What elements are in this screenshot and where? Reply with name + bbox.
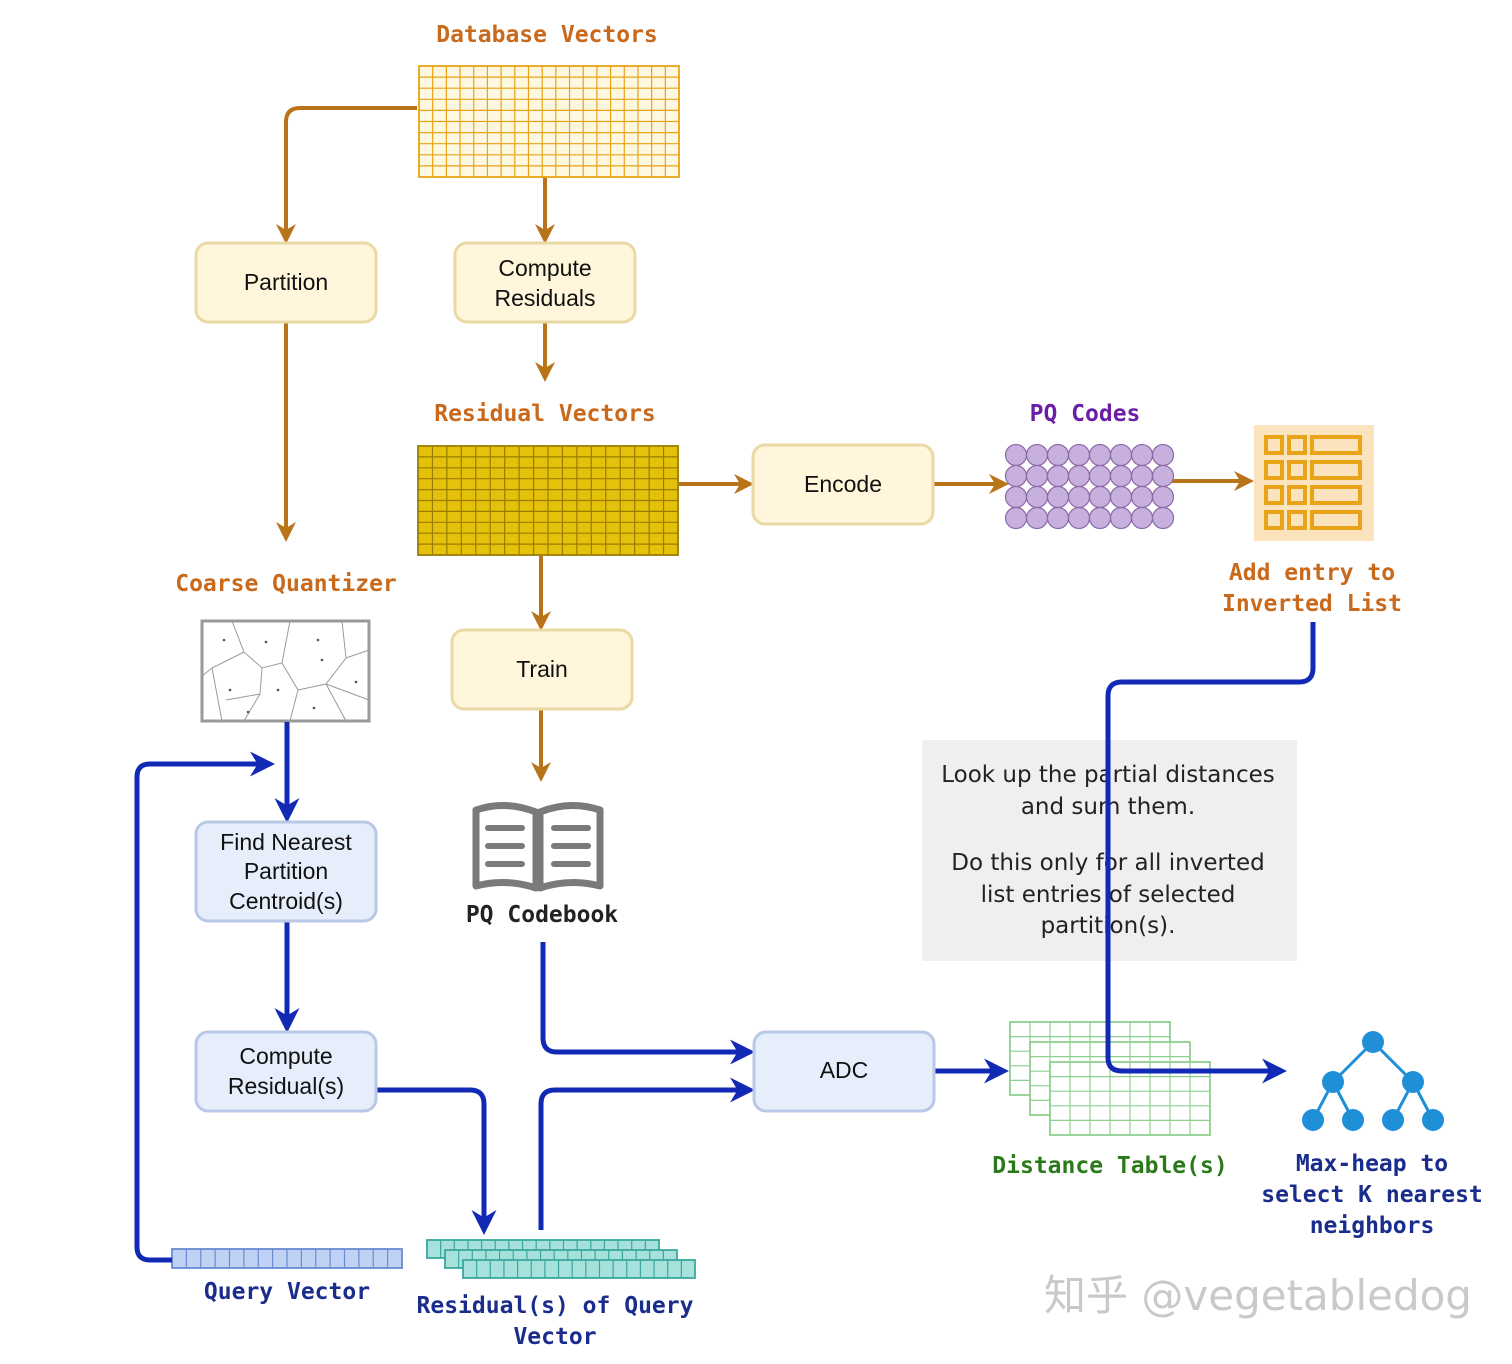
pq-code-dot bbox=[1130, 506, 1154, 530]
database-vectors-label: Database Vectors bbox=[436, 22, 658, 48]
pq-code-dot bbox=[1151, 443, 1175, 467]
add-entry-label-line2: Inverted List bbox=[1222, 591, 1402, 617]
max-heap-tree-icon bbox=[1302, 1031, 1444, 1131]
grid-cells bbox=[418, 65, 680, 178]
pq-code-dot bbox=[1067, 464, 1091, 488]
max-heap-label-line1: Max-heap to bbox=[1296, 1151, 1448, 1177]
residual-vectors-grid bbox=[417, 445, 679, 556]
query-vector-bar bbox=[171, 1248, 403, 1269]
pq-code-dot bbox=[1025, 464, 1049, 488]
pq-code-dot bbox=[1130, 443, 1154, 467]
compute-residuals-label-line2: Residuals bbox=[495, 285, 596, 311]
add-entry-label-line1: Add entry to bbox=[1229, 560, 1395, 586]
database-flow-arrows bbox=[276, 106, 1254, 782]
residual-vectors-label: Residual Vectors bbox=[434, 401, 656, 427]
arrow-residual-query-to-adc bbox=[538, 1077, 755, 1230]
pq-code-dot bbox=[1088, 485, 1112, 509]
pq-code-dot bbox=[1004, 464, 1028, 488]
inverted-list-icon bbox=[1254, 425, 1374, 541]
adc-box[interactable]: ADC bbox=[752, 1030, 936, 1113]
pq-code-dot bbox=[1004, 485, 1028, 509]
partition-box[interactable]: Partition bbox=[194, 241, 378, 324]
pq-code-dot bbox=[1151, 485, 1175, 509]
pq-code-dot bbox=[1109, 464, 1133, 488]
pq-code-dot bbox=[1130, 464, 1154, 488]
voronoi-diagram bbox=[200, 619, 371, 723]
max-heap-label-line3: neighbors bbox=[1310, 1213, 1435, 1239]
pq-code-dot bbox=[1004, 443, 1028, 467]
grid-cells bbox=[171, 1248, 403, 1269]
compute-residuals-label-line1: Compute bbox=[498, 255, 591, 281]
pq-code-dot bbox=[1130, 485, 1154, 509]
find-nearest-label-line3: Centroid(s) bbox=[229, 888, 343, 914]
residual-query-vectors bbox=[426, 1239, 696, 1279]
pq-code-dot bbox=[1088, 506, 1112, 530]
compute-residual-query-label-line2: Residual(s) bbox=[228, 1073, 344, 1099]
arrow-query-vector-loop-to-find-nearest bbox=[134, 751, 275, 1263]
inverted-list-rows bbox=[1264, 435, 1362, 530]
pq-code-dot bbox=[1151, 464, 1175, 488]
pq-code-dot bbox=[1109, 485, 1133, 509]
pq-code-dot bbox=[1067, 443, 1091, 467]
grid-cells bbox=[417, 445, 679, 556]
find-nearest-label-line2: Partition bbox=[244, 858, 328, 884]
arrow-inverted-list-to-max-heap bbox=[1105, 622, 1316, 1084]
arrow-compute-residual-to-residual-query bbox=[375, 1087, 497, 1235]
coarse-quantizer-label: Coarse Quantizer bbox=[175, 571, 397, 597]
pq-code-dot bbox=[1088, 443, 1112, 467]
pq-code-dot bbox=[1067, 485, 1091, 509]
residual-query-label-line1: Residual(s) of Query bbox=[417, 1293, 694, 1319]
encode-box-label: Encode bbox=[804, 471, 882, 497]
find-nearest-label-line1: Find Nearest bbox=[220, 829, 352, 855]
max-heap-label-line2: select K nearest bbox=[1261, 1182, 1483, 1208]
compute-residuals-box[interactable]: Compute Residuals bbox=[453, 241, 637, 324]
pq-code-dot bbox=[1088, 464, 1112, 488]
query-flow-arrows bbox=[134, 622, 1316, 1263]
pq-code-dot bbox=[1046, 485, 1070, 509]
pq-code-dot bbox=[1004, 506, 1028, 530]
database-vectors-grid bbox=[418, 65, 680, 178]
pq-codes-dots bbox=[1004, 443, 1175, 530]
adc-box-label: ADC bbox=[820, 1057, 869, 1083]
residual-query-label-line2: Vector bbox=[513, 1324, 596, 1350]
pq-code-dot bbox=[1046, 464, 1070, 488]
compute-residual-query-label-line1: Compute bbox=[239, 1043, 332, 1069]
pq-codebook-label: PQ Codebook bbox=[466, 902, 618, 928]
arrow-codebook-to-adc bbox=[540, 942, 755, 1065]
pq-code-dot bbox=[1109, 506, 1133, 530]
find-nearest-box[interactable]: Find Nearest Partition Centroid(s) bbox=[194, 820, 378, 923]
pq-code-dot bbox=[1046, 443, 1070, 467]
arrow-db-to-partition bbox=[276, 106, 417, 244]
pq-code-dot bbox=[1109, 443, 1133, 467]
train-box[interactable]: Train bbox=[450, 628, 634, 711]
grid-cells bbox=[462, 1259, 696, 1279]
train-box-label: Train bbox=[516, 656, 568, 682]
grid-cells bbox=[1049, 1061, 1211, 1136]
pq-code-dot bbox=[1151, 506, 1175, 530]
pq-codes-label: PQ Codes bbox=[1030, 401, 1141, 427]
query-vector-label: Query Vector bbox=[204, 1279, 370, 1305]
book-icon bbox=[472, 802, 604, 892]
encode-box[interactable]: Encode bbox=[751, 443, 935, 526]
pq-code-dot bbox=[1025, 485, 1049, 509]
pq-code-dot bbox=[1046, 506, 1070, 530]
distance-tables-label: Distance Table(s) bbox=[992, 1153, 1227, 1179]
pq-code-dot bbox=[1067, 506, 1091, 530]
compute-residual-query-box[interactable]: Compute Residual(s) bbox=[194, 1030, 378, 1113]
watermark: 知乎 @vegetabledog bbox=[1044, 1271, 1472, 1320]
pq-code-dot bbox=[1025, 506, 1049, 530]
pq-code-dot bbox=[1025, 443, 1049, 467]
partition-box-label: Partition bbox=[244, 269, 328, 295]
